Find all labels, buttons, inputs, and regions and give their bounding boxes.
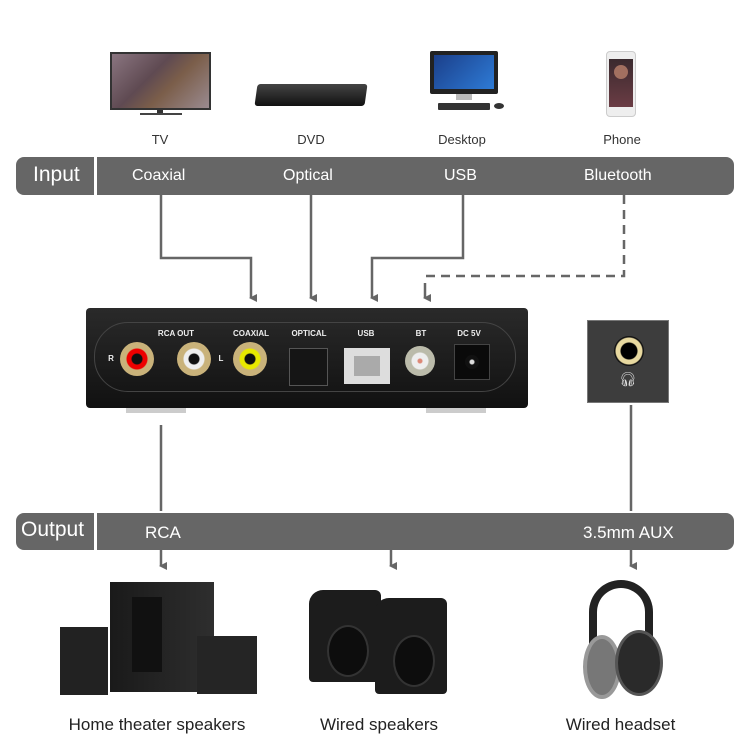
rca-right-label: R	[108, 354, 114, 363]
input-bar: Input Coaxial Optical USB Bluetooth	[16, 157, 734, 195]
input-optical-label: Optical	[283, 167, 333, 184]
desktop-computer-icon	[430, 51, 510, 113]
port-label-rca-out: RCA OUT	[157, 329, 195, 338]
bt-antenna-port	[405, 346, 435, 376]
output-label-wired-headset: Wired headset	[565, 715, 676, 734]
device-label-desktop: Desktop	[438, 132, 486, 147]
usb-connector	[370, 195, 465, 302]
output-bar: Output RCA 3.5mm AUX	[16, 513, 734, 550]
bluetooth-connector	[425, 195, 626, 278]
output-aux-label: 3.5mm AUX	[583, 523, 674, 542]
aux-jack	[614, 336, 644, 366]
output-bar-divider	[94, 513, 97, 550]
port-label-optical: OPTICAL	[291, 329, 327, 338]
coaxial-jack	[233, 342, 267, 376]
output-label-home-theater: Home theater speakers	[68, 715, 246, 734]
usb-b-port	[344, 348, 390, 384]
input-bar-divider	[94, 157, 97, 195]
device-label-dvd: DVD	[297, 132, 325, 147]
rca-right-jack	[120, 342, 154, 376]
input-usb-label: USB	[444, 167, 477, 184]
output-rca-label: RCA	[145, 523, 181, 542]
output-label-wired-speakers: Wired speakers	[319, 715, 439, 734]
rca-left-label: L	[218, 354, 224, 363]
wired-speakers-icon	[309, 590, 449, 696]
headphone-jack-panel: 🎧︎	[587, 320, 669, 403]
rca-left-jack	[177, 342, 211, 376]
optical-port	[289, 348, 328, 386]
headphones-icon: 🎧︎	[619, 371, 637, 387]
port-label-usb: USB	[357, 329, 375, 338]
tv-icon	[110, 52, 211, 115]
device-label-tv: TV	[151, 132, 169, 147]
dc-power-port	[454, 344, 490, 380]
home-theater-speakers-icon	[60, 582, 257, 697]
output-bar-title: Output	[21, 518, 85, 541]
input-coaxial-label: Coaxial	[132, 167, 186, 184]
headset-icon	[575, 580, 670, 705]
device-label-phone: Phone	[603, 132, 641, 147]
coaxial-connector	[159, 195, 257, 302]
dac-converter-back-panel: RCA OUT COAXIAL OPTICAL USB BT DC 5V R L	[86, 308, 528, 413]
input-bluetooth-label: Bluetooth	[584, 167, 652, 184]
port-label-bt: BT	[415, 329, 427, 338]
port-label-coaxial: COAXIAL	[233, 329, 269, 338]
smartphone-icon	[606, 51, 636, 117]
port-label-dc5v: DC 5V	[457, 329, 481, 338]
input-bar-title: Input	[33, 163, 80, 186]
